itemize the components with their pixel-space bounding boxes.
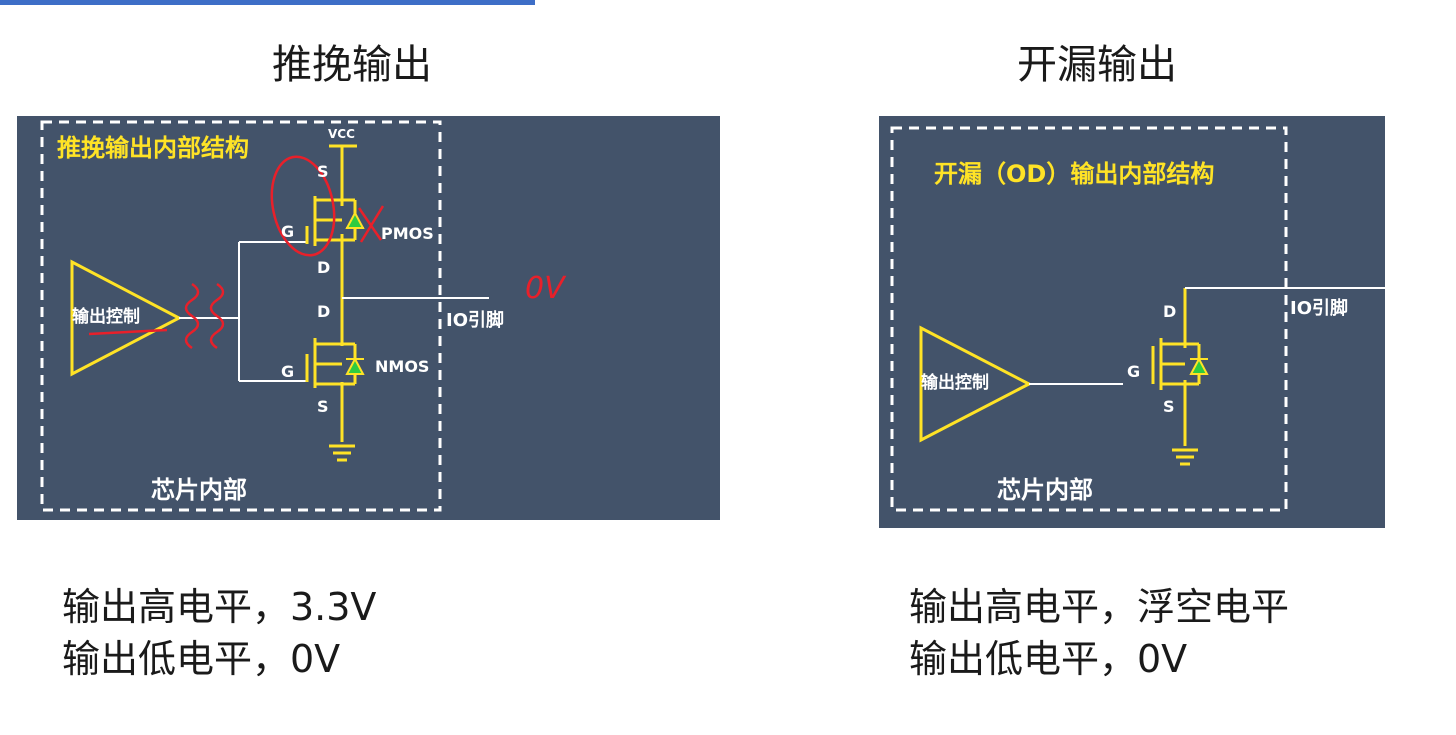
nmos-drain-label: D [317,302,331,321]
push-pull-summary: 输出高电平，3.3V 输出低电平，0V [62,581,376,685]
push-pull-panel-title: 推挽输出内部结构 [57,134,249,162]
pmos-label: PMOS [381,224,434,243]
nmos-diode [345,356,365,375]
open-drain-low-level: 输出低电平，0V [909,637,1188,681]
od-io-pin-label: IO引脚 [1290,298,1348,319]
handwritten-0v: 0V [525,271,565,306]
pmos-drain-label: D [317,258,331,277]
open-drain-summary: 输出高电平，浮空电平 输出低电平，0V [909,581,1289,685]
ground-symbol [329,444,355,462]
push-pull-high-level: 输出高电平，3.3V [62,585,377,629]
push-pull-diagram: 推挽输出内部结构 VCC S G D D G S PMOS NMOS IO引脚 … [17,116,720,520]
ground-symbol [1172,448,1198,466]
control-triangle [919,325,1033,443]
open-drain-diagram: 开漏（OD）输出内部结构 D G S IO引脚 输出控制 芯片内部 [879,116,1385,528]
open-drain-circuit [890,126,1385,512]
od-source-label: S [1163,397,1175,416]
nmos-transistor [305,331,357,442]
od-output-control-label: 输出控制 [921,373,989,393]
top-accent-bar [0,0,535,5]
control-triangle [70,259,183,377]
od-nmos-transistor [1151,338,1201,446]
open-drain-high-level: 输出高电平，浮空电平 [909,585,1290,629]
nmos-source-label: S [317,397,329,416]
open-drain-panel-title: 开漏（OD）输出内部结构 [934,160,1215,188]
open-drain-heading: 开漏输出 [1017,42,1177,88]
od-drain-label: D [1163,302,1177,321]
red-annotations [88,155,385,350]
pmos-gate-label: G [281,222,295,241]
pmos-diode [345,210,365,229]
od-gate-label: G [1127,362,1141,381]
io-pin-label: IO引脚 [446,310,504,331]
chip-inside-label: 芯片内部 [151,476,247,504]
od-diode [1189,356,1209,375]
nmos-label: NMOS [375,357,430,376]
chip-boundary [40,120,442,512]
push-pull-low-level: 输出低电平，0V [62,637,341,681]
push-pull-circuit [40,120,489,512]
pmos-source-label: S [317,162,329,181]
output-control-label: 输出控制 [72,307,140,327]
pmos-transistor [305,194,357,291]
chip-boundary [890,126,1288,512]
od-chip-inside-label: 芯片内部 [997,476,1093,504]
vcc-label: VCC [328,127,355,141]
nmos-gate-label: G [281,362,295,381]
push-pull-heading: 推挽输出 [272,42,432,88]
